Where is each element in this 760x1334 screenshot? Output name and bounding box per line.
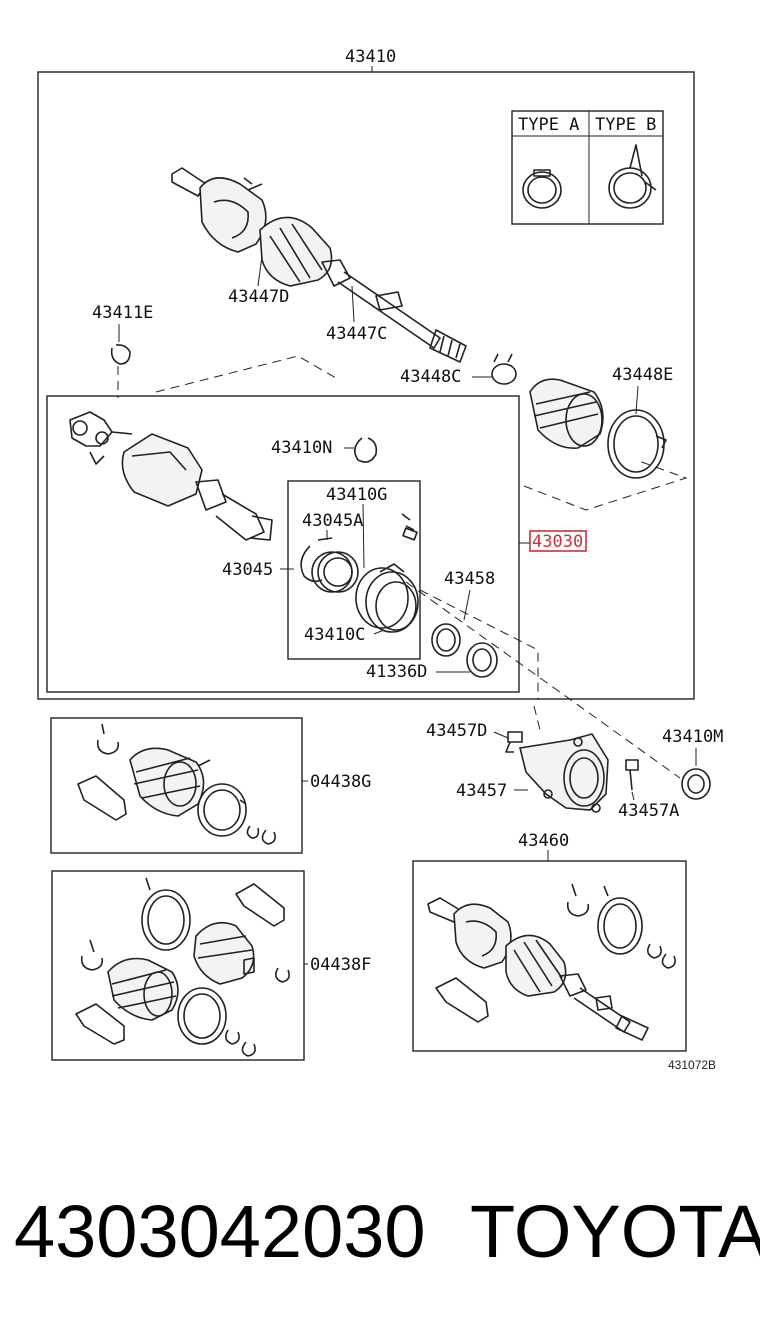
- seal-41336D: [466, 642, 498, 678]
- kit-04438G-parts: [77, 723, 276, 845]
- assembly-43460-parts: [427, 883, 676, 1041]
- label-43410G[interactable]: 43410G: [326, 485, 387, 505]
- label-43410[interactable]: 43410: [345, 47, 396, 67]
- label-type-a: TYPE A: [518, 115, 579, 135]
- clamp-type-a-icon: [522, 169, 562, 209]
- assembly-43460-frame: [412, 860, 687, 1052]
- label-43411E[interactable]: 43411E: [92, 303, 153, 323]
- boot-43448E: [529, 378, 667, 479]
- label-43045[interactable]: 43045: [222, 560, 273, 580]
- seal-43458: [431, 623, 461, 657]
- label-04438G[interactable]: 04438G: [310, 772, 371, 792]
- kit-04438F-parts: [75, 877, 290, 1057]
- kit-04438G-frame: [50, 717, 303, 854]
- label-43030-highlight-box: [529, 530, 587, 552]
- snap-ring-43410N: [354, 437, 378, 463]
- snap-ring-43411E: [110, 344, 131, 365]
- assembly-43030-frame: [46, 395, 520, 693]
- label-43458[interactable]: 43458: [444, 569, 495, 589]
- label-43457D[interactable]: 43457D: [426, 721, 487, 741]
- label-43410N[interactable]: 43410N: [271, 438, 332, 458]
- label-43045A[interactable]: 43045A: [302, 511, 363, 531]
- bearing-retainer-43410C: [355, 563, 419, 633]
- inner-joint-shaft: [69, 411, 273, 541]
- outer-drive-shaft: [171, 167, 467, 363]
- bolt-43457A: [625, 759, 639, 791]
- clamp-43448C: [491, 353, 517, 385]
- label-43457A[interactable]: 43457A: [618, 801, 679, 821]
- label-43448E[interactable]: 43448E: [612, 365, 673, 385]
- part-number-caption: 4303042030: [14, 1190, 426, 1273]
- bearing-43045: [300, 537, 359, 593]
- label-43410C[interactable]: 43410C: [304, 625, 365, 645]
- label-41336D[interactable]: 41336D: [366, 662, 427, 682]
- label-43447D[interactable]: 43447D: [228, 287, 289, 307]
- label-43460[interactable]: 43460: [518, 831, 569, 851]
- label-43457[interactable]: 43457: [456, 781, 507, 801]
- bolt-43457D: [505, 731, 523, 753]
- bracket-43457: [519, 733, 609, 813]
- diagram-code: 431072B: [668, 1058, 716, 1072]
- brand-caption: TOYOTA: [470, 1190, 760, 1273]
- label-43447C[interactable]: 43447C: [326, 324, 387, 344]
- bearing-group-frame: [287, 480, 421, 660]
- label-type-b: TYPE B: [595, 115, 656, 135]
- kit-04438F-frame: [51, 870, 305, 1061]
- assembly-43410-frame: [37, 71, 695, 700]
- label-04438F[interactable]: 04438F: [310, 955, 371, 975]
- label-43448C[interactable]: 43448C: [400, 367, 461, 387]
- label-43410M[interactable]: 43410M: [662, 727, 723, 747]
- clamp-type-b-icon: [608, 144, 657, 209]
- label-43030[interactable]: 43030: [532, 532, 583, 552]
- clamp-type-legend: TYPE A TYPE B: [511, 110, 664, 225]
- bearing-43410M: [681, 768, 711, 800]
